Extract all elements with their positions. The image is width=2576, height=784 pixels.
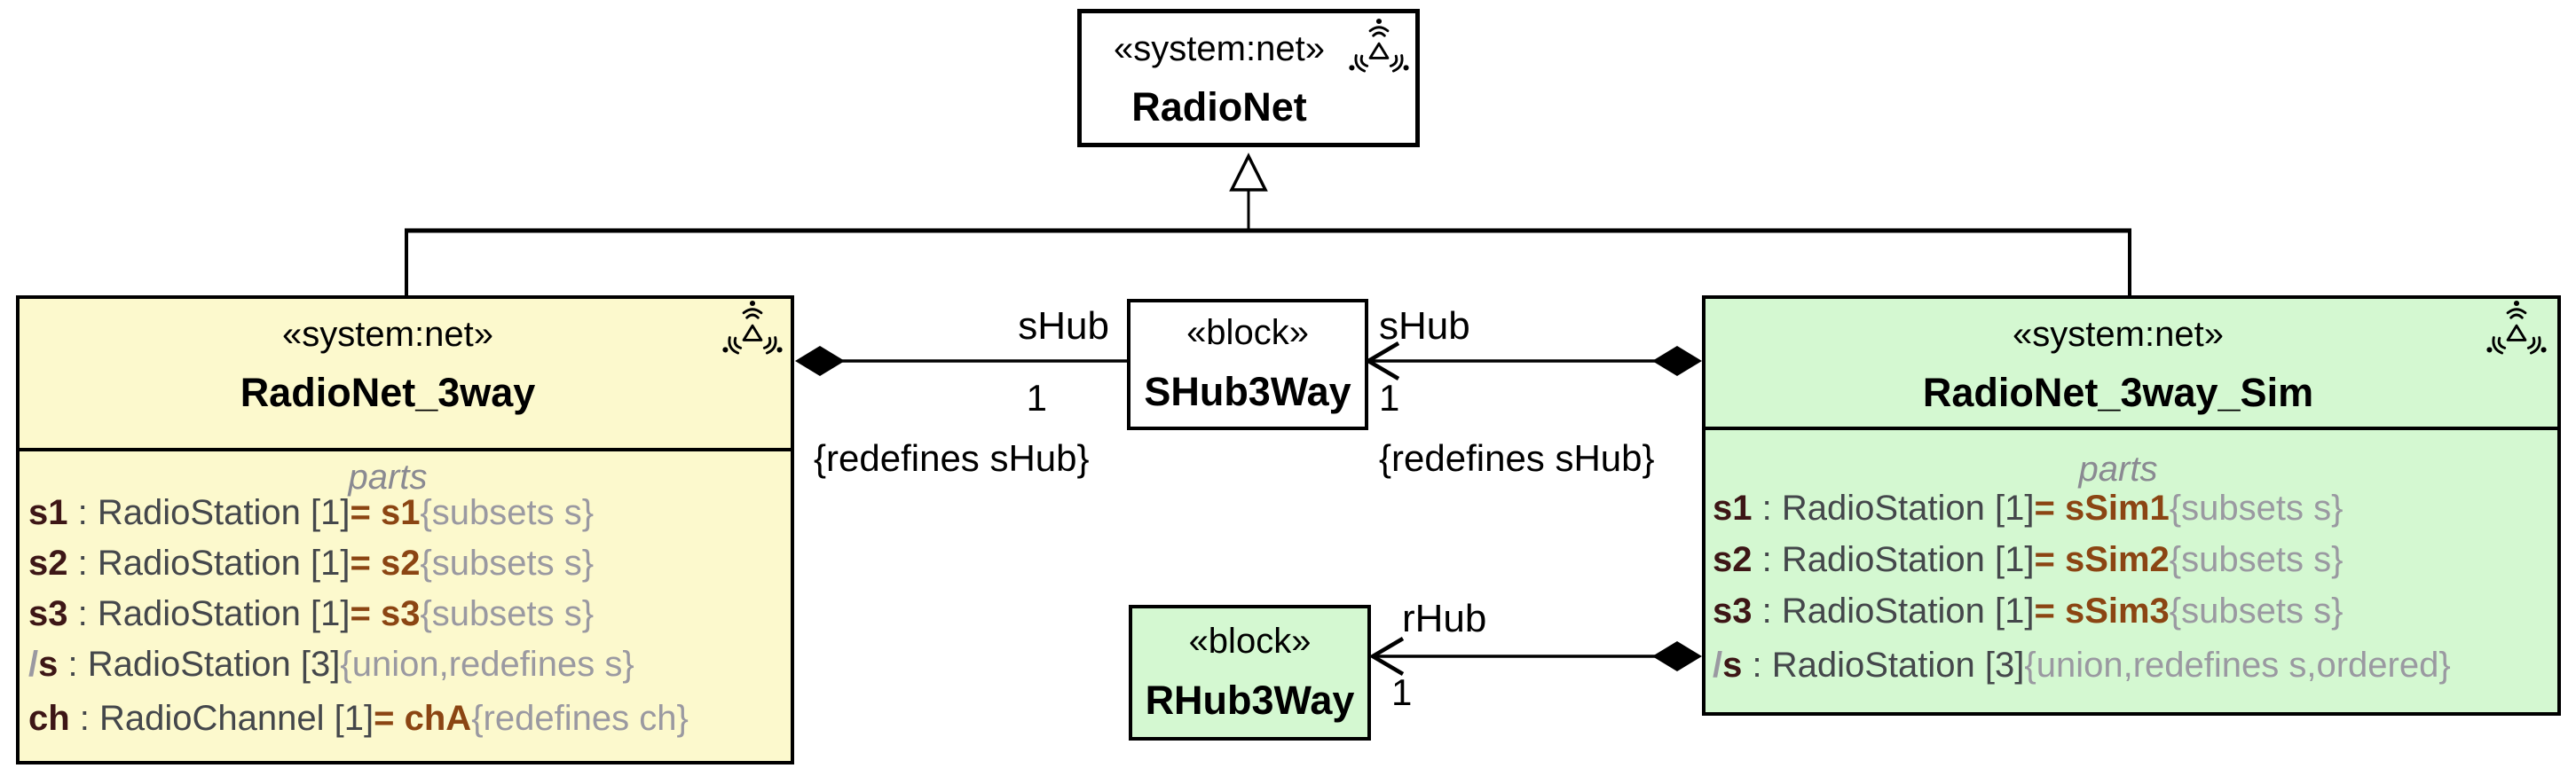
part-constraint: {subsets s} [420,544,595,583]
rhub-assoc-role-label: rHub [1402,597,1487,640]
part-constraint: {union,redefines s,ordered} [2024,646,2451,685]
part-row: /s : RadioStation [3]{union,redefines s} [28,643,634,686]
left-assoc-multiplicity: 1 [1026,377,1047,419]
generalization-triangle-arrow [1229,153,1268,192]
part-name: s2 [1713,540,1753,579]
part-name: ch [28,699,70,738]
shub3way-name: SHub3Way [1144,369,1351,414]
part-default-value: = s3 [350,594,421,633]
radionet-name: RadioNet [1131,84,1307,129]
part-name: s [1722,646,1743,685]
derived-prefix: / [1713,646,1723,685]
radionet-3way-name: RadioNet_3way [240,370,536,415]
left-assoc-constraint: {redefines sHub} [814,437,1090,479]
part-row: /s : RadioStation [3]{union,redefines s,… [1713,644,2451,686]
part-default-value: = sSim3 [2034,592,2170,631]
right-assoc-role-label: sHub [1379,304,1470,348]
part-constraint: {union,redefines s} [340,645,634,684]
part-row: s2 : RadioStation [1]= sSim2{subsets s} [1713,538,2343,581]
composition-diamond [1652,346,1702,376]
part-type: : RadioStation [1] [1752,489,2035,528]
radionet-3way-sim-name: RadioNet_3way_Sim [1922,370,2314,415]
part-type: : RadioStation [1] [1752,540,2035,579]
block-radionet[interactable] [1077,9,1420,147]
composition-diamond [1652,641,1702,671]
radio-antenna-icon [1349,18,1409,73]
part-constraint: {subsets s} [420,594,595,633]
part-type: : RadioChannel [1] [69,699,374,738]
right-shub-association[interactable] [1364,341,1702,380]
part-name: s1 [28,493,68,532]
open-arrowhead [1364,341,1400,380]
radionet-stereotype: «system:net» [1114,29,1325,68]
part-type: : RadioStation [1] [67,493,351,532]
part-row: s1 : RadioStation [1]= s1{subsets s} [28,491,594,534]
part-default-value: = s2 [350,544,421,583]
part-name: s2 [28,544,68,583]
left-assoc-role-label: sHub [1018,304,1109,348]
radio-antenna-icon [2486,300,2547,355]
part-type: : RadioStation [1] [67,544,351,583]
left-shub-association[interactable] [795,341,1161,380]
part-name: s1 [1713,489,1753,528]
block-radionet-3way-sim[interactable] [1702,295,2561,716]
part-constraint: {subsets s} [2169,489,2344,528]
composition-diamond [795,346,845,376]
derived-prefix: / [28,645,39,684]
part-type: : RadioStation [3] [1742,646,2025,685]
part-default-value: = s1 [350,493,421,532]
part-default-value: = sSim1 [2034,489,2170,528]
parts-compartment-label: parts [348,458,428,497]
part-type: : RadioStation [1] [1752,592,2035,631]
open-arrowhead [1368,637,1405,676]
parts-compartment-label: parts [2078,450,2158,489]
part-type: : RadioStation [1] [67,594,351,633]
part-constraint: {subsets s} [2169,592,2344,631]
block-shub3way[interactable] [1127,299,1368,430]
part-name: s [38,645,59,684]
rhub-assoc-multiplicity: 1 [1391,671,1413,713]
part-default-value: = chA [374,699,472,738]
block-rhub3way[interactable] [1129,605,1371,741]
compartment-separator [20,448,791,451]
compartment-separator [1706,427,2557,430]
part-constraint: {subsets s} [2169,540,2344,579]
radionet-3way-sim-stereotype: «system:net» [2013,315,2224,354]
part-name: s3 [28,594,68,633]
right-assoc-multiplicity: 1 [1379,377,1400,419]
part-name: s3 [1713,592,1753,631]
part-row: s3 : RadioStation [1]= sSim3{subsets s} [1713,590,2343,632]
part-default-value: = sSim2 [2034,540,2170,579]
right-assoc-constraint: {redefines sHub} [1379,437,1655,479]
block-radionet-3way[interactable] [16,295,794,764]
part-type: : RadioStation [3] [58,645,341,684]
part-row: s3 : RadioStation [1]= s3{subsets s} [28,592,594,635]
shub3way-stereotype: «block» [1186,313,1309,352]
rhub-association[interactable] [1368,637,1702,676]
rhub3way-name: RHub3Way [1145,678,1355,723]
radionet-3way-stereotype: «system:net» [282,315,493,354]
part-row: ch : RadioChannel [1]= chA{redefines ch} [28,697,689,740]
part-constraint: {redefines ch} [471,699,689,738]
part-constraint: {subsets s} [420,493,595,532]
part-row: s1 : RadioStation [1]= sSim1{subsets s} [1713,487,2343,529]
rhub3way-stereotype: «block» [1188,622,1312,661]
generalization-edge[interactable] [405,153,2131,297]
radio-antenna-icon [722,300,783,355]
part-row: s2 : RadioStation [1]= s2{subsets s} [28,542,594,584]
